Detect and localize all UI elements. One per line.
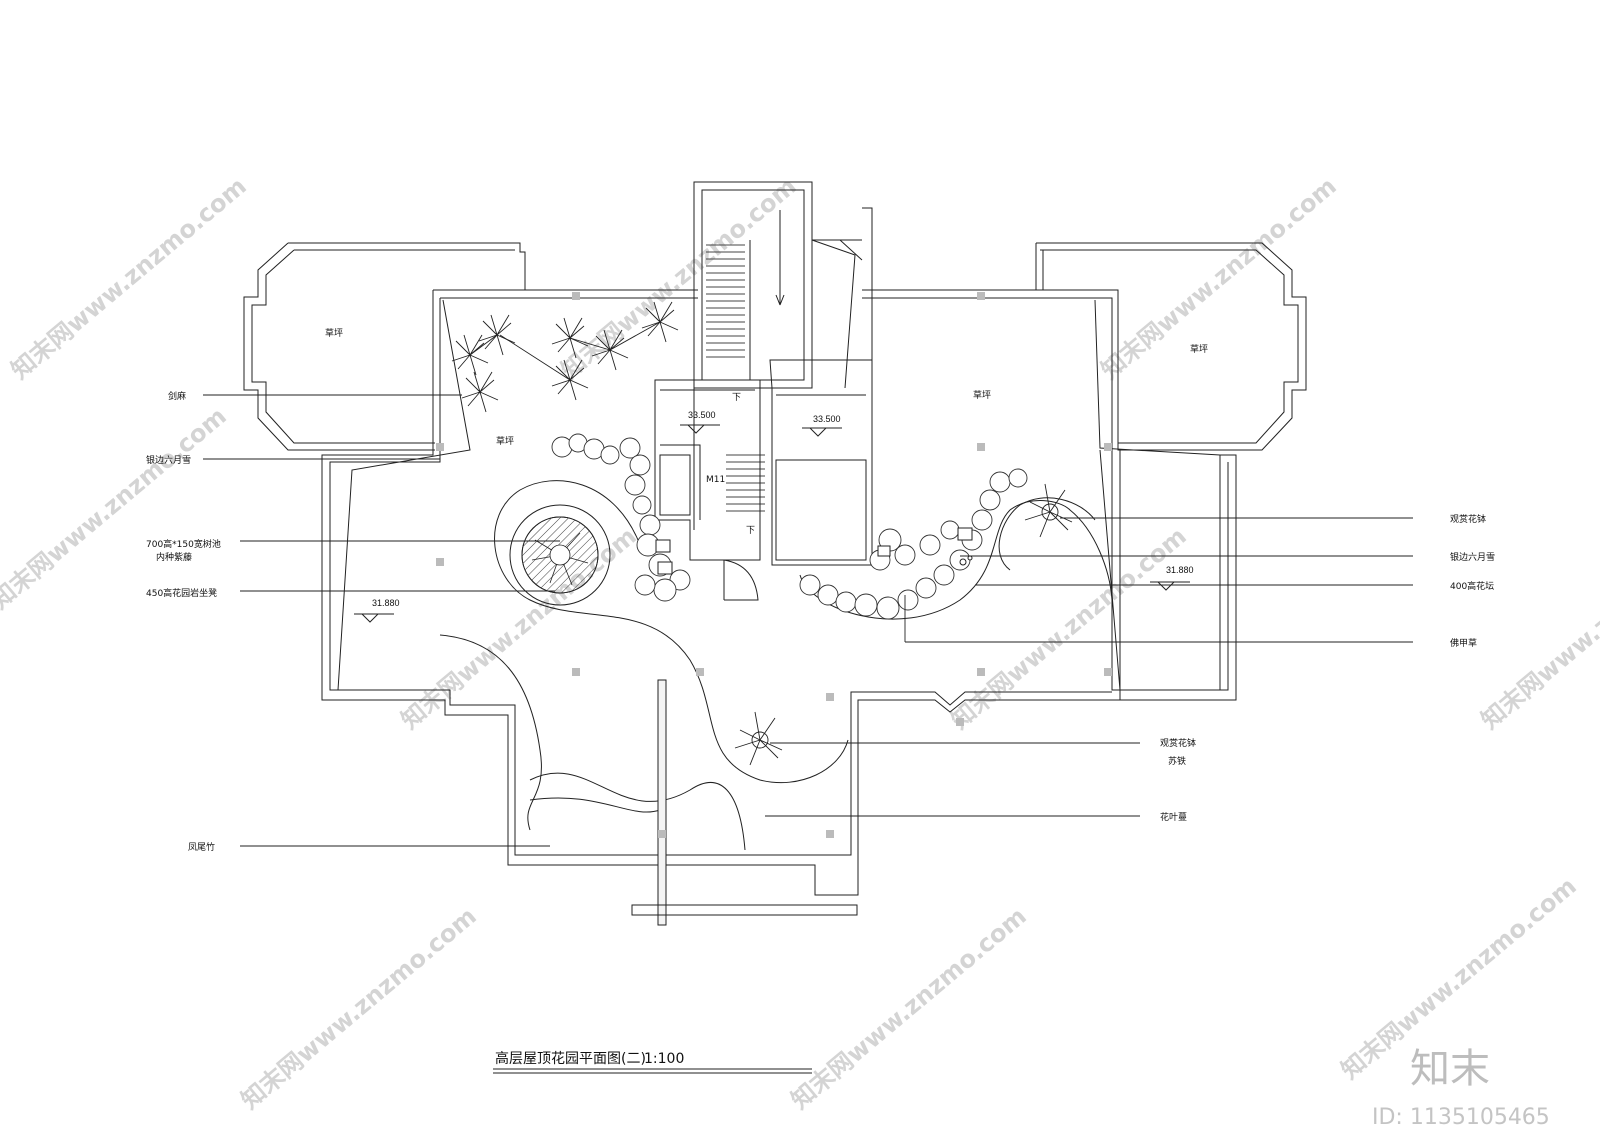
- elevation-label: 31.880: [372, 598, 400, 608]
- annotation-wisteria: 内种紫藤: [156, 551, 192, 563]
- elevation-label: 33.500: [813, 414, 841, 424]
- watermark-text: 知末网www.znzmo.com: [1096, 172, 1342, 385]
- watermark-text: 知末网www.znzmo.com: [556, 172, 802, 385]
- annotation-planter-pot: 观赏花钵: [1450, 513, 1486, 525]
- stair-down-label: 下: [732, 393, 741, 403]
- left-bay-wing: [243, 242, 526, 451]
- lawn-label: 草坪: [1190, 343, 1208, 355]
- watermark-text: 知末网www.znzmo.com: [6, 172, 252, 385]
- pergola-beam: [657, 679, 667, 926]
- annotation-flower-bed: 400高花坛: [1450, 580, 1494, 592]
- stair-core: [693, 181, 813, 389]
- annotation-cycad: 苏铁: [1168, 755, 1186, 767]
- annotation-seat: 450高花园岩坐凳: [146, 587, 217, 599]
- tree-pit-seat: [494, 480, 849, 784]
- annotation-vinca: 花叶蔓: [1160, 811, 1187, 823]
- watermark-text: 知末网www.znzmo.com: [236, 902, 482, 1115]
- watermark-text: 知末网www.znzmo.com: [946, 522, 1192, 735]
- shrub-group: [551, 433, 1028, 620]
- annotation-tree-pit: 700高*150宽树池: [146, 538, 221, 550]
- watermark-text: 知末网www.znzmo.com: [786, 902, 1032, 1115]
- stair-treads: [706, 244, 765, 512]
- agave-plants: [451, 301, 1073, 766]
- drawing-title: 高层屋顶花园平面图(二): [495, 1050, 646, 1067]
- roof-outline: [321, 289, 1237, 896]
- elevation-label: 31.880: [1166, 565, 1194, 575]
- elevator-block: [769, 359, 873, 566]
- lawn-label: 草坪: [325, 327, 343, 339]
- lawn-label: 草坪: [973, 389, 991, 401]
- watermark-text: 知末网www.znzmo.com: [0, 402, 232, 615]
- annotation-serissa: 银边六月雪: [146, 454, 191, 466]
- brand-watermark: 知末: [1410, 1046, 1490, 1092]
- lawn-label: 草坪: [496, 435, 514, 447]
- annotation-planter-pot: 观赏花钵: [1160, 737, 1196, 749]
- elevation-label: 33.500: [688, 410, 716, 420]
- annotation-sisal: 剑麻: [168, 390, 186, 402]
- annotation-sedum: 佛甲草: [1450, 637, 1477, 649]
- right-bay-wing: [1036, 242, 1307, 451]
- tree-pit: [509, 504, 611, 606]
- door-label: M11: [706, 475, 725, 485]
- watermark-text: 知末网www.znzmo.com: [396, 522, 642, 735]
- drawing-scale: 1:100: [644, 1051, 684, 1067]
- annotation-serissa: 银边六月雪: [1450, 551, 1495, 563]
- annotation-bamboo: 凤尾竹: [188, 841, 215, 853]
- stair-down-label: 下: [746, 526, 755, 536]
- watermark-layer: 知末网www.znzmo.com 知末网www.znzmo.com 知末网www…: [0, 172, 1600, 1115]
- id-watermark: ID: 1135105465: [1372, 1105, 1550, 1130]
